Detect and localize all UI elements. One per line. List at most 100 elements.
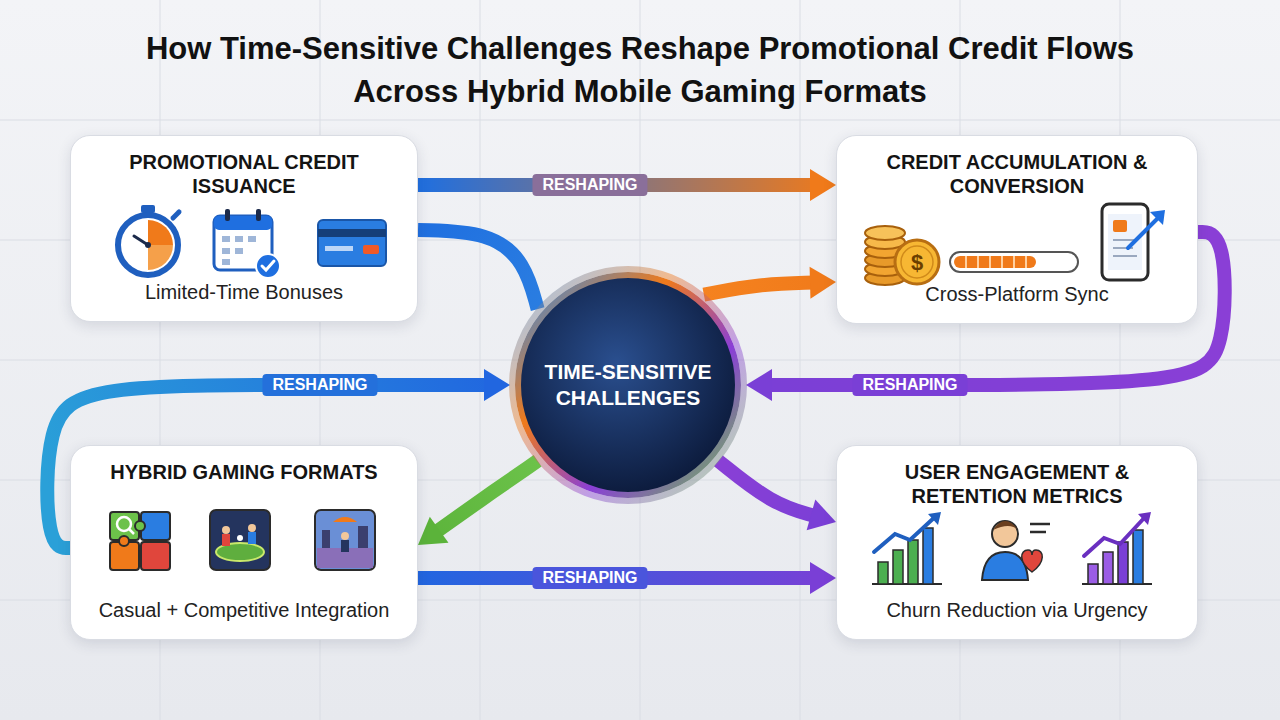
flow-arrow [418,230,538,309]
graphic-part [872,583,942,585]
edge-label: RESHAPING [532,567,647,589]
graphic-part [148,220,173,245]
graphic-part [1138,512,1151,525]
graphic-part [222,259,230,265]
graphic-part [173,212,179,218]
node-heading: TIME-SENSITIVE CHALLENGES [525,359,731,412]
graphic-part [333,517,357,522]
flow-arrow [418,562,836,594]
graphic-part [222,526,230,534]
node-heading: PROMOTIONAL CREDIT ISSUANCE [87,150,401,198]
process-box: USER ENGAGEMENT & RETENTION METRICS Churn… [836,445,1198,640]
graphic-part [141,205,155,213]
graphic-part [222,248,230,254]
graphic-part [1113,255,1137,257]
edge-label: RESHAPING [262,374,377,396]
game-scene-icon [315,510,375,570]
graphic-part [1108,214,1142,270]
node-caption: Churn Reduction via Urgency [886,598,1147,623]
arrow-head [418,517,448,545]
graphic-part [237,535,243,541]
process-box: PROMOTIONAL CREDIT ISSUANCELimited-Time … [70,135,418,322]
flow-arrow [418,461,538,545]
graphic-part [1022,550,1043,572]
puzzle-icon [110,512,170,570]
graphic-part [928,512,941,525]
node-heading: HYBRID GAMING FORMATS [110,460,377,484]
graphic-part [216,543,264,561]
flow-arrow [704,267,836,299]
node-caption: Casual + Competitive Integration [99,598,390,623]
graphic-part [222,236,230,242]
graphic-part [993,521,1018,530]
arrow-head [810,169,836,201]
graphic-part [518,275,738,495]
graphic-part [893,550,903,584]
graphic-part [908,540,918,584]
graphic-part [110,512,139,540]
arrow-head [746,369,772,401]
graphic-part [1113,220,1127,232]
graphic-part [977,256,979,268]
graphic-part [989,256,991,268]
graphic-part [225,209,230,221]
title-text: How Time-Sensitive Challenges Reshape Pr… [100,28,1180,114]
graphic-part [1133,530,1143,584]
graphic-part [214,216,272,230]
graphic-part [358,526,368,548]
graphic-part [1030,531,1046,534]
graphic-part [325,246,353,251]
flow-arrow [418,169,836,201]
graphic-part [1102,204,1148,280]
graphic-part [262,261,274,270]
graphic-part [248,236,256,242]
graphic-part [966,256,1026,268]
graphic-part [214,216,272,270]
graphic-part [141,542,170,570]
graphic-part [512,269,744,501]
graphic-part [1113,247,1133,249]
graphic-part [865,235,905,249]
arrow-head [807,500,836,531]
graphic-part [341,540,349,552]
arrow-head [810,267,836,299]
graphic-part [865,262,905,276]
user-heart-icon [982,521,1050,580]
flow-band [704,283,814,295]
graphic-part [315,510,375,570]
graphic-part [954,256,1036,268]
arrow-head [810,562,836,594]
graphic-part [256,254,280,278]
graphic-part [322,530,330,548]
graphic-part [117,517,131,531]
calendar-icon [214,209,280,278]
graphic-part [1030,523,1050,526]
process-box: CREDIT ACCUMULATION & CONVERSION Cross-Pl… [836,135,1198,324]
node-caption: Cross-Platform Sync [925,282,1108,307]
graphic-part [119,536,129,546]
graphic-part [363,245,379,254]
progress-bar-icon [950,252,1078,272]
graphic-part [235,248,243,254]
stopwatch-icon [118,205,179,275]
graphic-part [1113,239,1137,241]
node-heading: USER ENGAGEMENT & RETENTION METRICS [853,460,1181,508]
flow-band [718,461,814,516]
graphic-part [874,516,936,552]
graphic-part [135,521,145,531]
credit-card-icon [318,220,386,266]
bar-chart-icon [1082,512,1152,584]
graphic-part [1013,256,1015,268]
phone-icon [1102,204,1165,280]
graphic-part [148,245,173,270]
graphic-part [1103,552,1113,584]
graphic-part [992,521,1018,547]
graphic-part [982,552,1028,580]
graphic-part [129,529,134,534]
graphic-part [1084,516,1146,556]
node-heading: CREDIT ACCUMULATION & CONVERSION [853,150,1181,198]
flow-band [436,461,538,532]
graphic-part [950,252,1078,272]
